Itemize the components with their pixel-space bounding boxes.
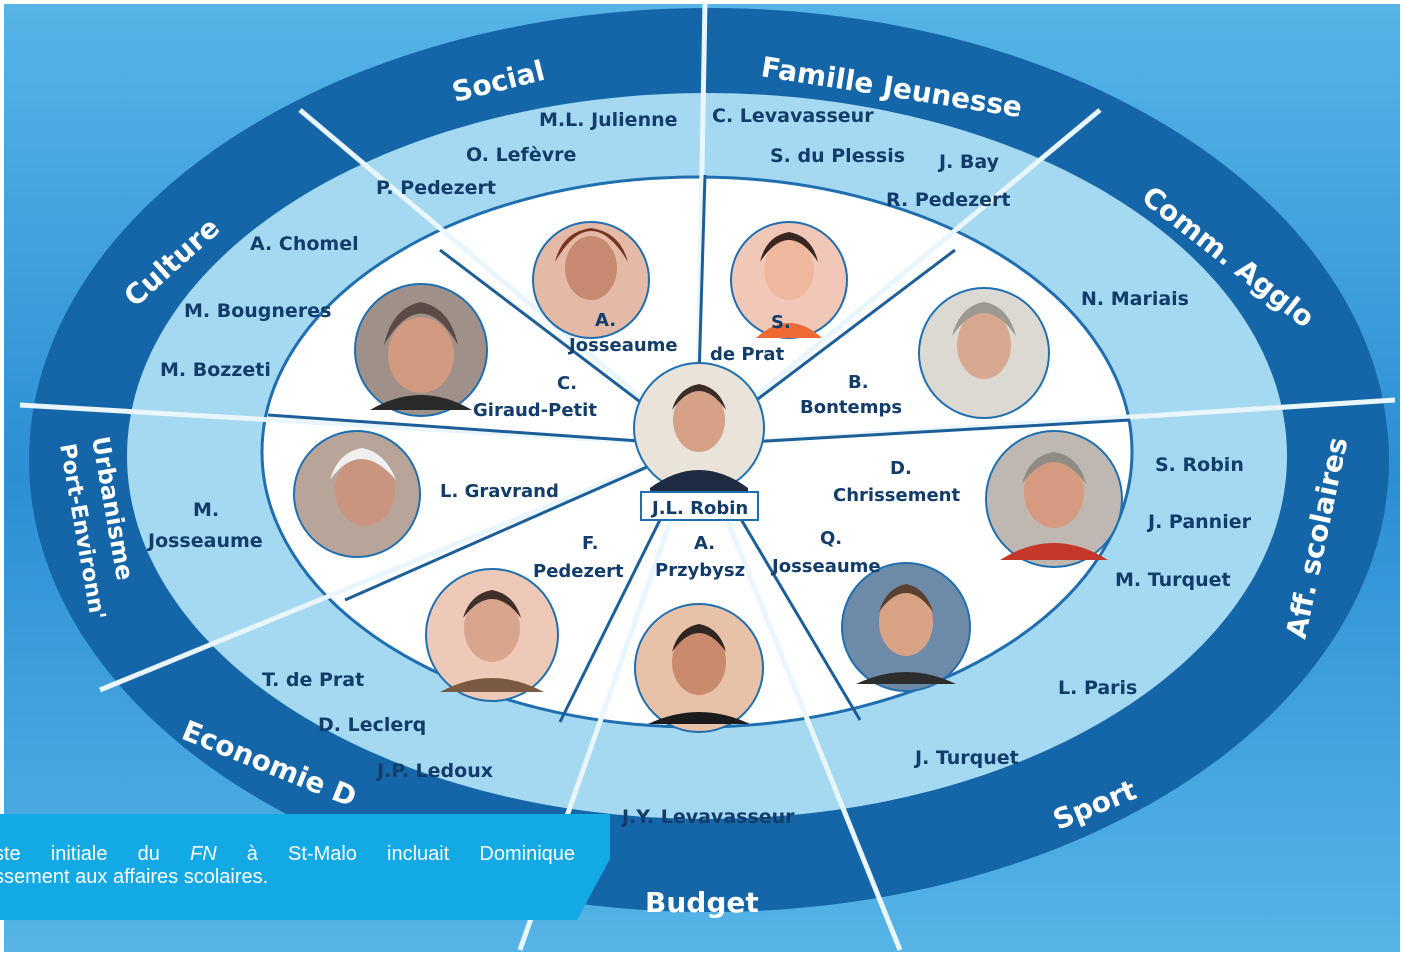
center-label-box xyxy=(640,491,759,521)
name-t-de-prat: T. de Prat xyxy=(262,669,364,691)
name-m-turquet: M. Turquet xyxy=(1115,569,1231,591)
name-jp-ledoux: J.P. Ledoux xyxy=(375,760,493,782)
inner-names: A. Josseaume S. de Prat B. Bontemps D. C… xyxy=(440,310,960,582)
ring-label-budget: Budget xyxy=(645,886,759,919)
portrait-s-de-prat xyxy=(730,221,848,339)
inner-c-giraud-petit-line1: C. xyxy=(557,373,577,394)
inner-d-chrissement-line1: D. xyxy=(890,458,912,479)
portrait-b-bontemps xyxy=(918,287,1050,419)
caption-line-1-em: FN xyxy=(189,843,217,865)
inner-b-bontemps-line1: B. xyxy=(848,372,869,393)
name-j-turquet: J. Turquet xyxy=(913,747,1019,769)
band-names: M.L. Julienne O. Lefèvre P. Pedezert C. … xyxy=(146,105,1252,828)
portrait-q-josseaume xyxy=(841,562,971,692)
inner-q-josseaume-line2: Josseaume xyxy=(770,556,881,577)
portrait-j-l-robin xyxy=(633,362,765,494)
inner-a-josseaume-line1: A. xyxy=(595,310,616,331)
name-m-bougneres: M. Bougneres xyxy=(184,300,331,322)
inner-f-pedezert-line2: Pedezert xyxy=(533,561,624,582)
name-j-pannier: J. Pannier xyxy=(1146,511,1252,533)
name-o-lefevre: O. Lefèvre xyxy=(466,144,576,166)
inner-d-chrissement-line2: Chrissement xyxy=(833,485,960,506)
inner-s-de-prat-line1: S. xyxy=(771,312,791,333)
name-s-du-plessis: S. du Plessis xyxy=(770,145,905,167)
caption-line-1-pre: ste initiale du xyxy=(0,843,190,865)
name-c-levavasseur: C. Levavasseur xyxy=(712,105,874,127)
portrait-a-przybysz xyxy=(634,603,764,733)
inner-q-josseaume-line1: Q. xyxy=(820,528,842,549)
portrait-c-giraud-petit xyxy=(354,283,488,417)
inner-f-pedezert-line1: F. xyxy=(582,533,599,554)
name-p-pedezert: P. Pedezert xyxy=(376,177,496,199)
center-label: J.L. Robin xyxy=(650,498,748,519)
portrait-f-pedezert xyxy=(425,568,559,702)
portrait-d-chrissement xyxy=(985,430,1123,568)
caption-box: ste initiale du FN à St-Malo incluait Do… xyxy=(0,814,610,920)
caption-line-1-post: à St-Malo incluait Dominique xyxy=(216,843,576,865)
inner-a-josseaume-line2: Josseaume xyxy=(567,335,678,356)
inner-c-giraud-petit-line2: Giraud-Petit xyxy=(473,400,597,421)
caption-line-1: ste initiale du FN à St-Malo incluait Do… xyxy=(0,843,575,866)
portraits xyxy=(293,221,1123,733)
inner-l-gravrand: L. Gravrand xyxy=(440,481,559,502)
portrait-a-josseaume xyxy=(532,221,650,339)
name-m-bozzeti: M. Bozzeti xyxy=(160,359,271,381)
name-ml-julienne: M.L. Julienne xyxy=(539,109,678,131)
name-josseaume: Josseaume xyxy=(146,530,263,552)
name-r-pedezert: R. Pedezert xyxy=(886,189,1011,211)
name-n-mariais: N. Mariais xyxy=(1081,288,1189,310)
name-m: M. xyxy=(193,499,219,521)
inner-a-przybysz-line2: Przybysz xyxy=(655,560,745,581)
caption-line-2: ssement aux affaires scolaires. xyxy=(0,866,269,888)
name-a-chomel: A. Chomel xyxy=(250,233,359,255)
name-j-bay: J. Bay xyxy=(937,151,1000,173)
name-jy-levavasseur: J.Y. Levavasseur xyxy=(620,806,795,828)
inner-s-de-prat-line2: de Prat xyxy=(710,344,785,365)
inner-a-przybysz-line1: A. xyxy=(694,533,715,554)
name-s-robin: S. Robin xyxy=(1155,454,1244,476)
portrait-l-gravrand xyxy=(293,430,421,558)
name-l-paris: L. Paris xyxy=(1058,677,1137,699)
name-d-leclerq: D. Leclerq xyxy=(318,714,426,736)
inner-b-bontemps-line2: Bontemps xyxy=(800,397,902,418)
